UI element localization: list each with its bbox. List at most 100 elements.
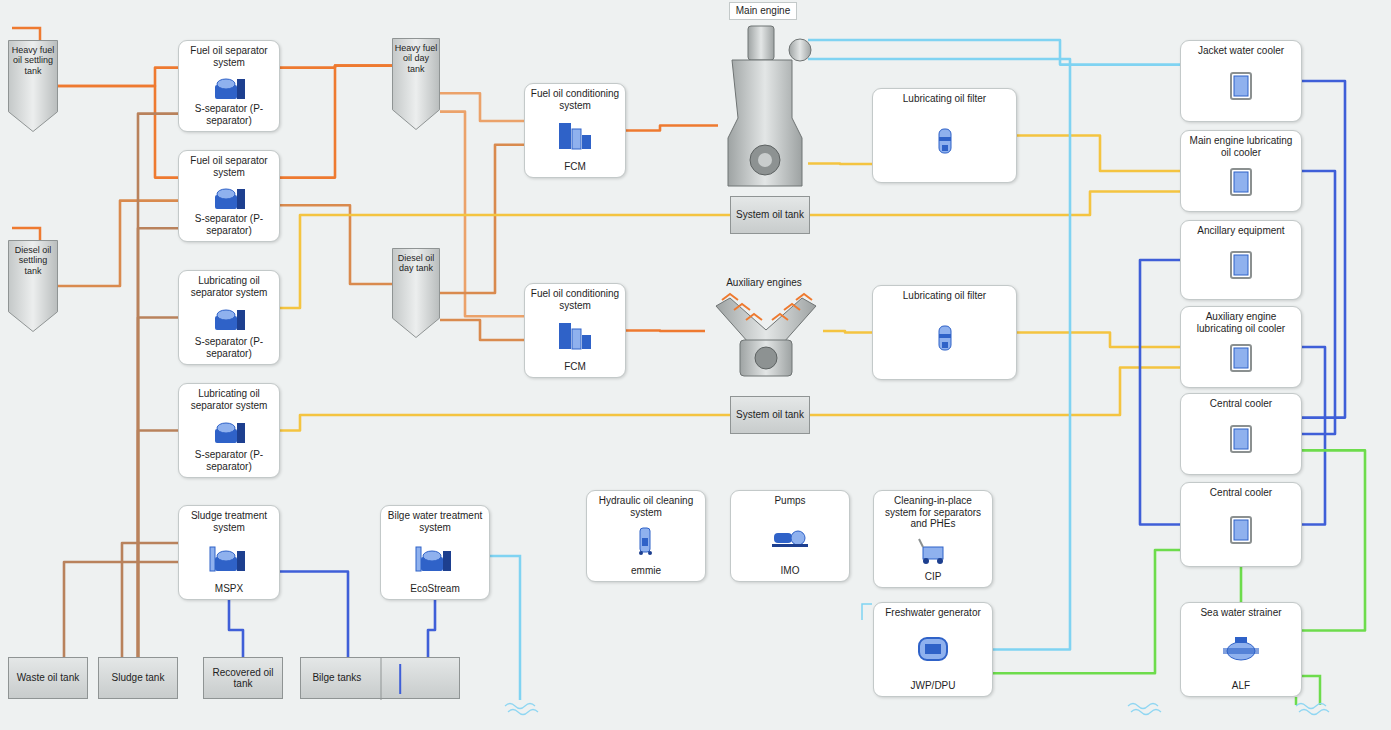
pipe-connector [428, 600, 435, 657]
node-title: Hydraulic oil cleaning system [591, 495, 701, 518]
pipe-connector [280, 215, 730, 308]
divider-line [381, 658, 382, 700]
icon-part [939, 326, 951, 350]
node-title: Pumps [735, 495, 845, 507]
pipe-connector [1302, 450, 1365, 630]
equipment-icon [209, 415, 249, 445]
node-title: Lubricating oil filter [877, 93, 1012, 105]
node-title: Cleaning-in-place system for separators … [878, 495, 988, 530]
node-title: System oil tank [736, 209, 804, 221]
node-title: Bilge water treatment system [385, 510, 485, 533]
equipment-box: Fuel oil conditioning systemFCM [524, 283, 626, 378]
pipe-connector [993, 550, 1180, 673]
icon-part [939, 334, 951, 338]
pipe-connector [280, 415, 730, 431]
node-title: Recovered oil tank [206, 667, 280, 690]
icon-part [919, 539, 923, 547]
pipe-connector [1302, 171, 1335, 434]
equipment-box: Lubricating oil separator systemS-separa… [178, 383, 280, 478]
icon-part [416, 547, 421, 571]
equipment-icon [1221, 424, 1261, 454]
product-name: S-separator (P-separator) [183, 336, 275, 359]
engine-cylinder-top [748, 26, 774, 60]
icon-part [559, 123, 571, 149]
node-title: Bilge tanks [303, 672, 371, 684]
product-name: MSPX [183, 583, 275, 595]
equipment-box: Lubricating oil filter [872, 285, 1017, 380]
icon-part [217, 551, 235, 561]
icon-part [559, 323, 571, 349]
icon-part [1234, 520, 1248, 540]
equipment-icon [209, 543, 249, 573]
pipe-connector [440, 93, 524, 121]
icon-part [1231, 73, 1251, 99]
icon-part [923, 547, 943, 559]
engine-base [740, 340, 792, 376]
icon-part [1223, 648, 1259, 654]
node-title: Auxiliary engines [723, 276, 805, 290]
product-name: S-separator (P-separator) [183, 213, 275, 236]
icon-part [582, 335, 591, 349]
icon-part [1234, 348, 1248, 368]
tank-shape [9, 41, 58, 132]
equipment-box: Lubricating oil separator systemS-separa… [178, 270, 280, 365]
tank-shape [393, 39, 440, 130]
node-title: Fuel oil separator system [183, 45, 275, 68]
storage-tank: Diesel oil day tank [392, 248, 440, 338]
pipe-connector [58, 201, 178, 286]
icon-part [582, 135, 591, 149]
node-title: Fuel oil separator system [183, 155, 275, 178]
tank-box: Recovered oil tank [203, 657, 283, 699]
icon-part [572, 329, 581, 349]
pipe-connector [58, 86, 178, 178]
equipment-box: Fuel oil separator systemS-separator (P-… [178, 150, 280, 242]
turbocharger [789, 39, 811, 61]
product-name: emmie [591, 565, 701, 577]
equipment-icon [1221, 167, 1261, 197]
icon-part [925, 644, 941, 654]
equipment-icon [1221, 343, 1261, 373]
icon-part [642, 538, 648, 546]
icon-part [1231, 517, 1251, 543]
node-title: Lubricating oil separator system [183, 275, 275, 298]
equipment-box: Auxiliary engine lubricating oil cooler [1180, 306, 1302, 388]
equipment-icon [209, 71, 249, 101]
tank-box: System oil tank [730, 396, 810, 434]
pipe-connector [810, 192, 1180, 216]
node-title: Lubricating oil filter [877, 290, 1012, 302]
pipe-connector [808, 162, 872, 165]
product-name: EcoStream [385, 583, 485, 595]
tank-box: System oil tank [730, 196, 810, 234]
pipe-connector [626, 329, 705, 332]
icon-part [217, 310, 235, 320]
equipment-box: Jacket water cooler [1180, 40, 1302, 122]
equipment-icon [1221, 515, 1261, 545]
suction-pipe [399, 664, 401, 694]
pipe-connector [1140, 260, 1180, 525]
sea-symbols [505, 704, 1329, 715]
equipment-box: Sea water strainerALF [1180, 602, 1302, 697]
node-title: Lubricating oil separator system [183, 388, 275, 411]
icon-part [1231, 345, 1251, 371]
icon-part [791, 531, 805, 545]
node-title: Central cooler [1185, 398, 1297, 410]
pipe-connector [138, 228, 178, 657]
icon-part [923, 558, 929, 564]
icon-part [217, 189, 235, 199]
equipment-box: Bilge water treatment systemEcoStream [380, 505, 490, 600]
pipe-connector [280, 572, 348, 658]
main-engine-figure [728, 26, 811, 186]
icon-part [210, 547, 215, 571]
icon-part [648, 551, 652, 555]
node-title: Ancillary equipment [1185, 225, 1297, 237]
pipe-connector [280, 66, 392, 178]
pipe-connector [440, 320, 524, 340]
pipe-connector [626, 126, 718, 131]
equipment-box: Sludge treatment systemMSPX [178, 505, 280, 600]
product-name: CIP [878, 571, 988, 583]
node-title: Sea water strainer [1185, 607, 1297, 619]
equipment-icon [913, 535, 953, 565]
node-title: Main engine [729, 2, 797, 20]
icon-part [1235, 637, 1247, 643]
